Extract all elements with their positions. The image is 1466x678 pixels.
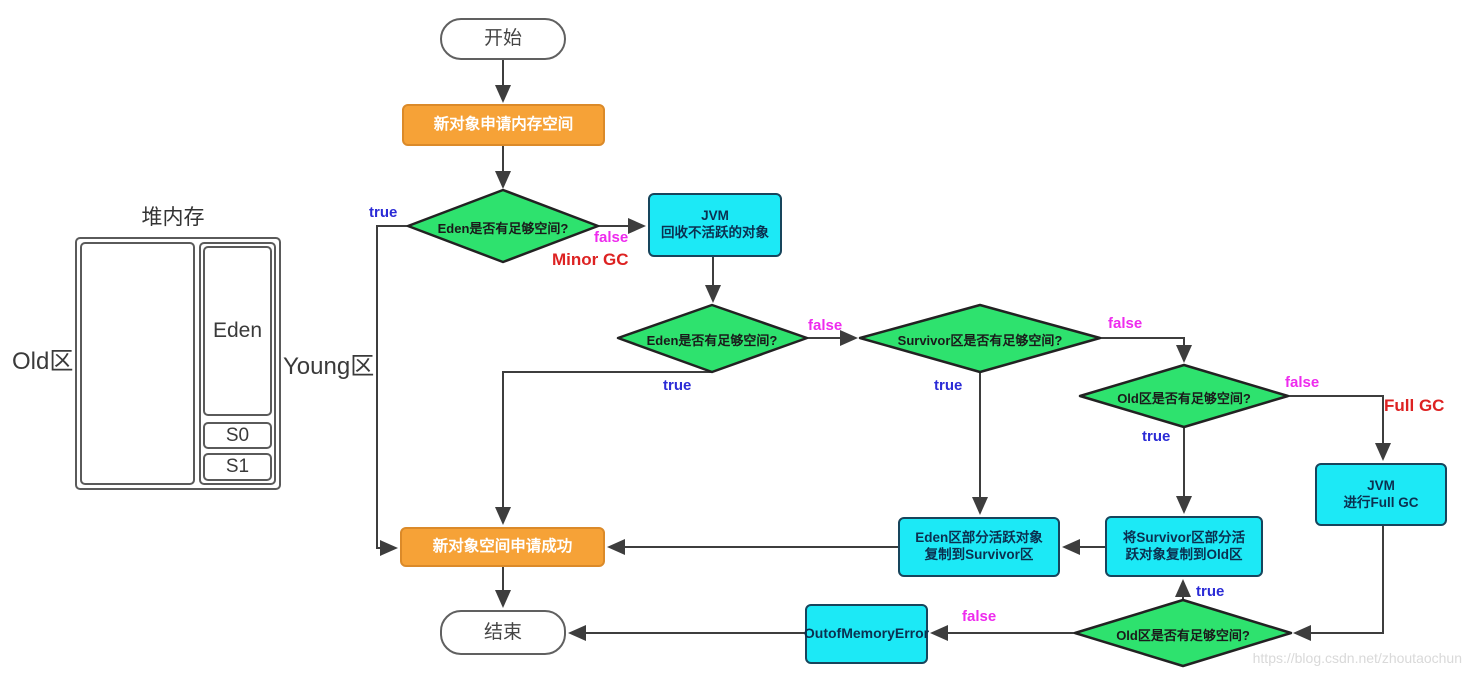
copy-eden-line2: 复制到Survivor区 xyxy=(924,547,1034,562)
start-terminal: 开始 xyxy=(440,18,566,60)
jvm-full-gc-line2: 进行Full GC xyxy=(1343,494,1419,510)
decision-old-2-label: Old区是否有足够空间? xyxy=(1116,628,1250,643)
heap-old-label: Old区 xyxy=(12,348,74,375)
edge-eden2-true-to-success xyxy=(495,371,712,525)
jvm-minor-gc-action: JVM 回收不活跃的对象 xyxy=(648,193,782,257)
edge-label-false-old2: false xyxy=(962,608,997,625)
copy-eden-action: Eden区部分活跃对象 复制到Survivor区 xyxy=(898,517,1060,577)
decision-old-1-shape xyxy=(1078,363,1290,429)
edge-label-true-survivor: true xyxy=(934,377,963,394)
decision-old-1-label: Old区是否有足够空间? xyxy=(1117,391,1251,406)
copy-survivor-line1: 将Survivor区部分活 xyxy=(1122,529,1246,545)
flow-edges xyxy=(376,60,1391,641)
edge-label-minor-gc: Minor GC xyxy=(552,250,629,269)
edge-label-false-eden1: false xyxy=(594,229,629,246)
heap-title: 堆内存 xyxy=(141,206,205,229)
end-terminal: 结束 xyxy=(440,610,566,655)
edge-label-false-old1: false xyxy=(1285,374,1320,391)
copy-survivor-action: 将Survivor区部分活 跃对象复制到Old区 xyxy=(1105,516,1263,577)
edge-survivor-false-to-old1 xyxy=(1100,337,1192,363)
copy-eden-line1: Eden区部分活跃对象 xyxy=(915,530,1043,546)
decision-old-2-shape xyxy=(1073,598,1293,668)
heap-eden-region: Eden xyxy=(203,246,272,416)
decision-survivor-label: Survivor区是否有足够空间? xyxy=(897,333,1063,348)
heap-young-label: Young区 xyxy=(283,353,375,380)
jvm-full-gc-action: JVM 进行Full GC xyxy=(1315,463,1447,526)
edge-old1-false-to-fullgc xyxy=(1288,395,1391,461)
edge-fullgc-to-old2 xyxy=(1293,526,1384,641)
heap-s1-region: S1 xyxy=(203,453,272,481)
jvm-full-gc-line1: JVM xyxy=(1367,477,1395,493)
watermark-text: https://blog.csdn.net/zhoutaochun xyxy=(1252,650,1462,666)
decision-survivor-shape xyxy=(858,303,1102,374)
edge-label-true-eden2: true xyxy=(663,377,692,394)
edge-label-true-old1: true xyxy=(1142,428,1171,445)
edge-label-true-eden1: true xyxy=(369,204,398,221)
decision-eden-1-label: Eden是否有足够空间? xyxy=(437,221,569,236)
edge-label-true-old2: true xyxy=(1196,583,1225,600)
decision-shapes xyxy=(406,188,1293,668)
decision-eden-2-label: Eden是否有足够空间? xyxy=(646,333,778,348)
jvm-minor-gc-line1: JVM xyxy=(701,208,729,224)
edge-eden1-true-to-success xyxy=(376,225,408,556)
decision-eden-2-shape xyxy=(616,303,809,374)
heap-old-region xyxy=(80,242,195,485)
edge-label-false-eden2: false xyxy=(808,317,843,334)
copy-survivor-line2: 跃对象复制到Old区 xyxy=(1125,546,1243,562)
jvm-minor-gc-line2: 回收不活跃的对象 xyxy=(661,225,769,240)
edge-label-full-gc: Full GC xyxy=(1384,396,1445,415)
edge-label-false-survivor: false xyxy=(1108,315,1143,332)
decision-eden-1-shape xyxy=(406,188,600,264)
alloc-request-process: 新对象申请内存空间 xyxy=(402,104,605,146)
heap-s0-region: S0 xyxy=(203,422,272,449)
oom-action: OutofMemoryError xyxy=(804,604,929,664)
alloc-success-process: 新对象空间申请成功 xyxy=(400,527,605,567)
